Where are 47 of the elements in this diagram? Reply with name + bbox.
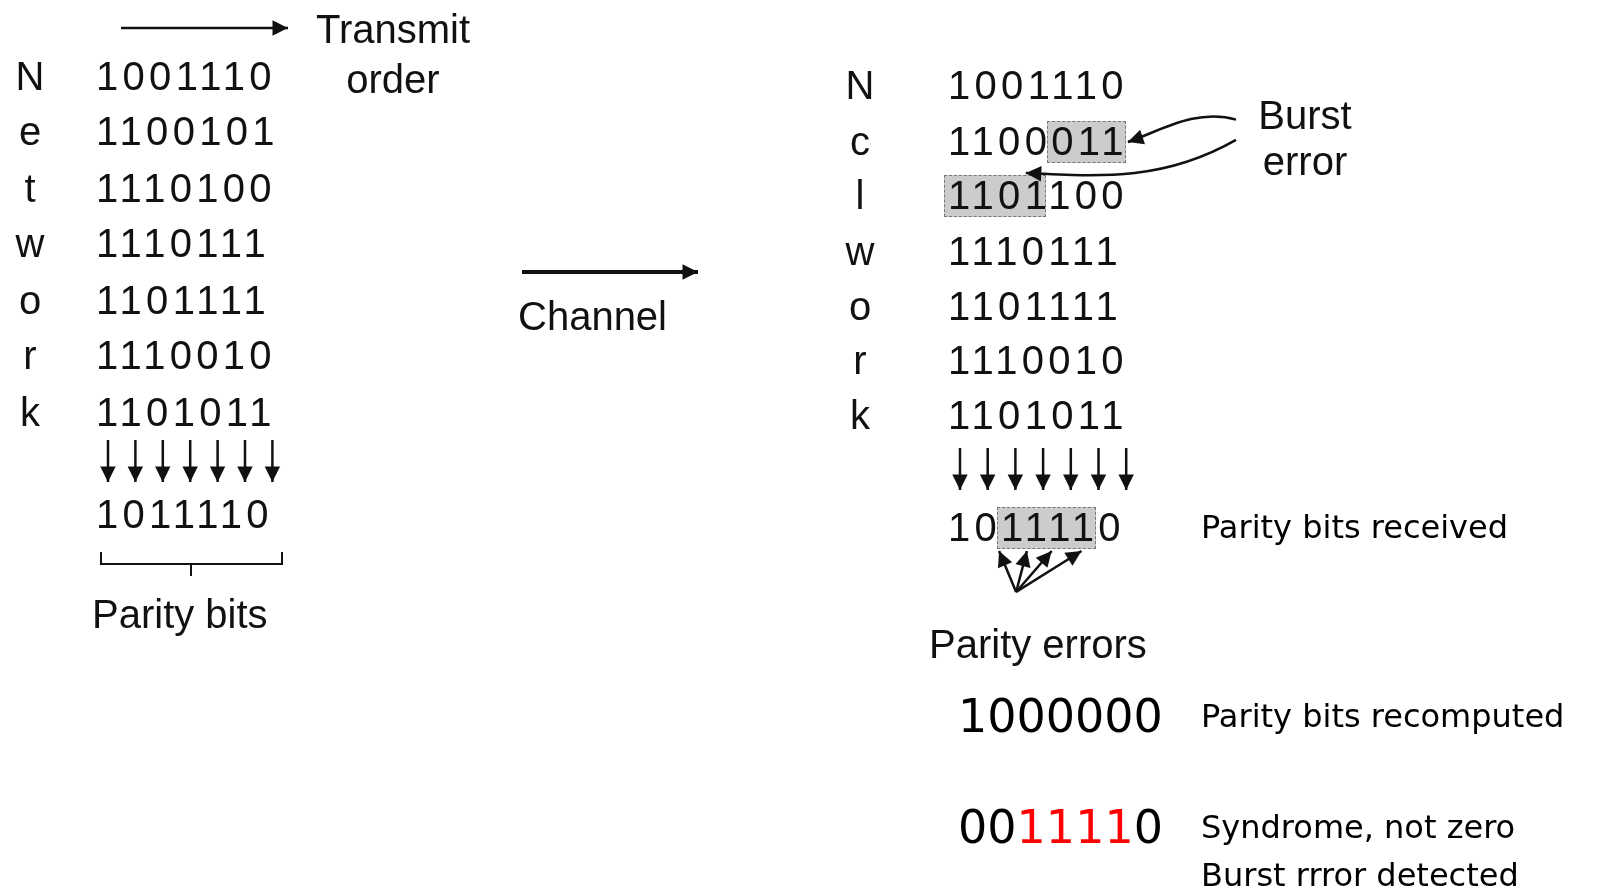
caption-text: Channel <box>518 296 667 336</box>
row-letter: o <box>17 280 43 320</box>
bit-string: 1011110 <box>96 494 273 534</box>
leader-line <box>1025 138 1237 182</box>
annotation-text: Parity errors <box>929 624 1147 664</box>
row-letter: o <box>847 286 873 326</box>
caption-text: Burst rrror detected <box>1201 859 1519 891</box>
row-letter: w <box>844 231 876 271</box>
row-letter: l <box>854 175 866 215</box>
row-letter: w <box>14 223 46 263</box>
caption-text: Syndrome, not zero <box>1201 811 1516 843</box>
row-letter: k <box>19 392 41 432</box>
row-letter: k <box>849 395 871 435</box>
bit-string: 1101111 <box>948 286 1122 326</box>
arrow <box>1014 550 1031 593</box>
leader-line <box>1127 115 1237 144</box>
bit-string: 1110010 <box>96 335 276 375</box>
caption-text: Parity bits recomputed <box>1201 700 1565 732</box>
caption-text: Parity bits received <box>1201 511 1508 543</box>
bit-string: 1110100 <box>96 168 276 208</box>
arrow <box>1015 549 1083 594</box>
row-letter: N <box>14 56 46 96</box>
bit-string: 1100011 <box>948 121 1128 161</box>
bit-string: 1000000 <box>958 693 1163 739</box>
bit-string: 1110111 <box>96 223 270 263</box>
bit-string: 1110111 <box>948 231 1122 271</box>
bit-string: 1011110 <box>948 507 1125 547</box>
bit-string: 1100101 <box>96 111 279 151</box>
bit-string: 1101011 <box>948 395 1128 435</box>
annotation-text: Burst error <box>1240 92 1370 184</box>
bit-string: 1110010 <box>948 340 1128 380</box>
row-letter: e <box>17 111 43 151</box>
bit-string: 1101100 <box>948 175 1128 215</box>
bit-string: 1001110 <box>96 56 276 96</box>
caption-text: Parity bits <box>92 594 268 634</box>
caption-text: Transmit order <box>314 6 472 103</box>
bit-string: 1101111 <box>96 280 270 320</box>
row-letter: t <box>23 168 37 208</box>
row-letter: r <box>22 335 38 375</box>
arrow <box>1015 550 1053 593</box>
bit-string: 1001110 <box>948 65 1128 105</box>
syndrome-bits: 0011110 <box>958 804 1163 850</box>
row-letter: c <box>849 121 871 161</box>
row-letter: N <box>844 65 876 105</box>
row-letter: r <box>852 340 868 380</box>
arrow <box>997 550 1018 593</box>
bit-string: 1101011 <box>96 392 276 432</box>
